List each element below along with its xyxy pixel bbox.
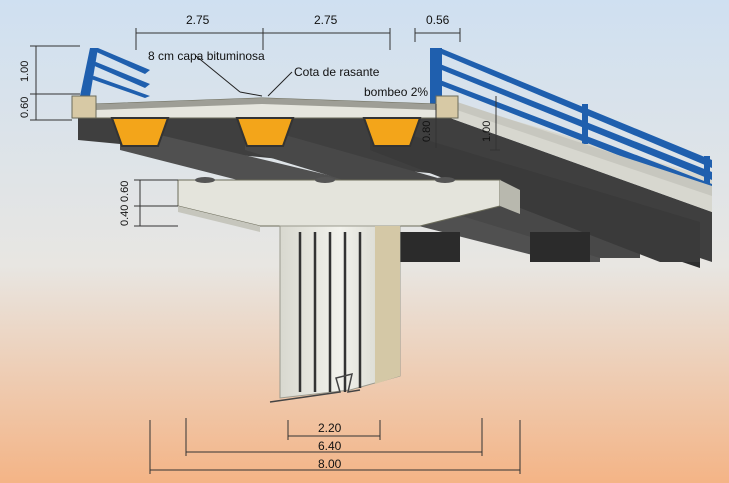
asphalt-layer bbox=[96, 98, 436, 110]
dim-top-sidewalk: 0.56 bbox=[426, 13, 450, 27]
box-girders bbox=[110, 117, 422, 147]
dim-top-right-lane: 2.75 bbox=[314, 13, 338, 27]
dim-cap-upper: 0.60 bbox=[119, 180, 131, 202]
right-railing bbox=[430, 48, 712, 196]
dim-top-left-lane: 2.75 bbox=[186, 13, 210, 27]
girder-center bbox=[235, 117, 295, 147]
girder-right bbox=[362, 117, 422, 147]
label-asphalt-layer: 8 cm capa bituminosa bbox=[148, 49, 265, 63]
dim-cap-width: 6.40 bbox=[318, 439, 342, 453]
dim-deck-width: 8.00 bbox=[318, 457, 342, 471]
label-grade-level: Cota de rasante bbox=[294, 65, 380, 79]
dim-cap-lower: 0.40 bbox=[119, 204, 131, 226]
break-line bbox=[269, 372, 361, 403]
dim-right-depth: 1.00 bbox=[481, 120, 493, 142]
girder-left bbox=[110, 117, 170, 147]
dim-pier-width: 2.20 bbox=[318, 421, 342, 435]
dimension-lines bbox=[30, 28, 521, 474]
left-railing bbox=[80, 48, 150, 98]
pier-column bbox=[269, 225, 401, 403]
pier-cap bbox=[177, 177, 520, 232]
label-crown-slope: bombeo 2% bbox=[364, 85, 429, 99]
dim-girder-depth: 0.80 bbox=[421, 120, 433, 142]
dim-left-deck-height: 0.60 bbox=[19, 96, 31, 118]
dim-left-railing-height: 1.00 bbox=[19, 60, 31, 82]
